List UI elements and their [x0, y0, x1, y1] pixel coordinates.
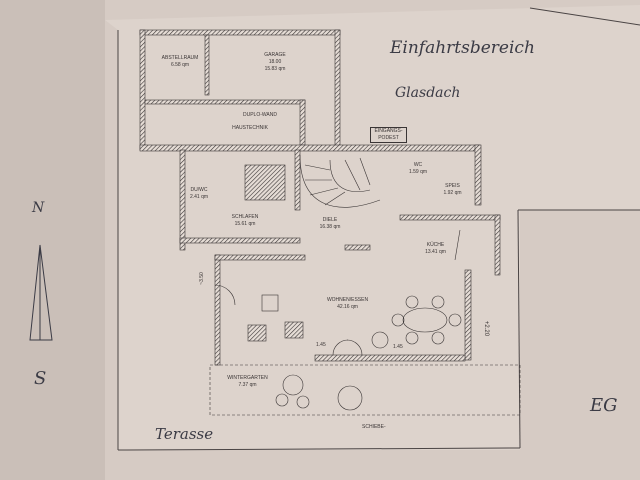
- room-eingangs-podest: EINGANGS-PODEST: [370, 127, 407, 143]
- room-haustechnik: HAUSTECHNIK: [232, 125, 268, 131]
- terrace-note: Terasse: [155, 425, 214, 443]
- dimension-door-left: 1.45: [316, 342, 326, 348]
- sliding-door-label: SCHIEBE-: [362, 424, 386, 430]
- glass-roof-note: Glasdach: [395, 85, 461, 101]
- floor-label: EG: [590, 395, 618, 416]
- entrance-area-note: Einfahrtsbereich: [390, 38, 535, 58]
- south-label: S: [34, 368, 47, 389]
- north-label: N: [32, 200, 45, 216]
- north-arrow: [29, 244, 53, 341]
- room-duplo-wand: DUPLO-WAND: [243, 112, 277, 118]
- dimension-door-right: 1.45: [393, 344, 403, 350]
- dimension-left: ~3.50: [198, 272, 205, 285]
- dimension-right: +2.20: [483, 320, 490, 337]
